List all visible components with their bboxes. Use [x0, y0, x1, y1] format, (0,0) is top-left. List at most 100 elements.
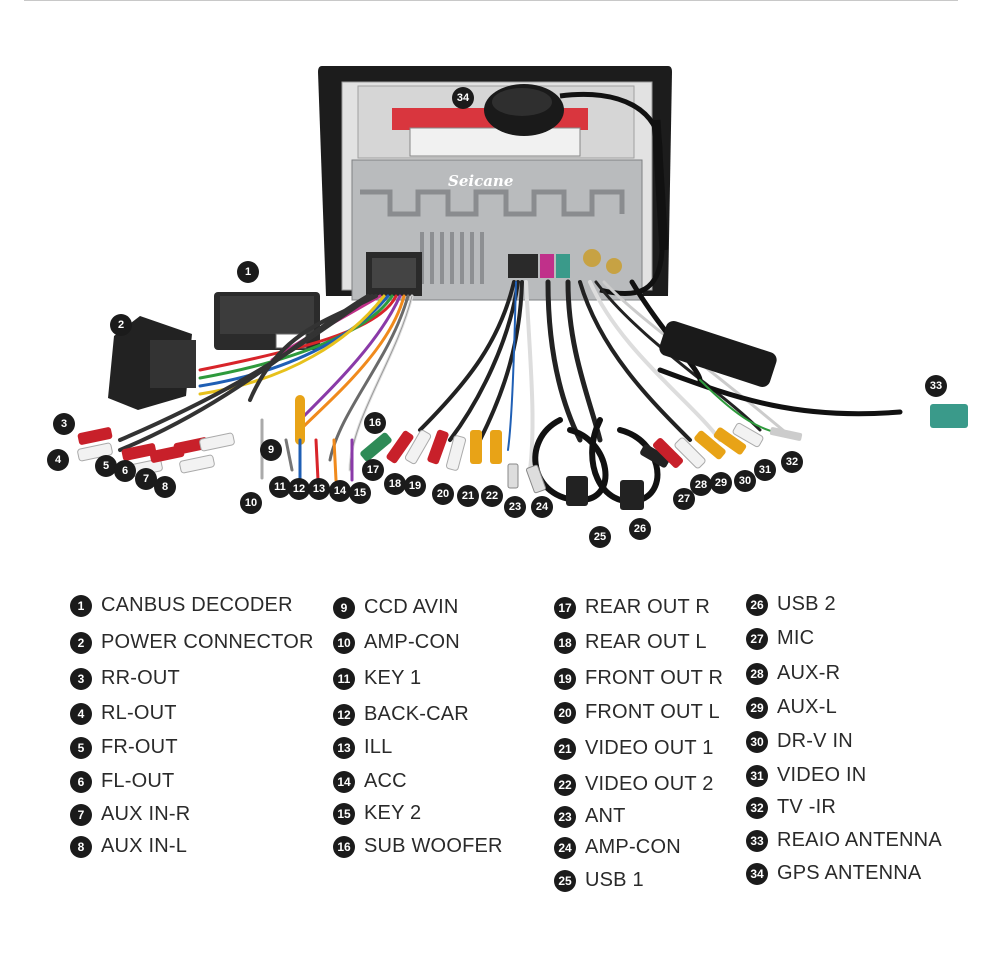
svg-text:24: 24: [536, 501, 549, 513]
legend-label: AUX-R: [777, 662, 841, 684]
brand-logo: Seicane: [448, 172, 513, 190]
legend-label: TV -IR: [777, 796, 836, 818]
legend-number-badge: 7: [70, 803, 92, 826]
svg-text:9: 9: [268, 444, 274, 456]
svg-text:29: 29: [715, 477, 727, 489]
legend-number-badge: 15: [333, 802, 355, 825]
svg-text:32: 32: [786, 456, 798, 468]
legend-item: 13 ILL: [333, 736, 392, 759]
legend-label: FRONT OUT L: [585, 701, 720, 723]
legend-number-badge: 34: [746, 862, 768, 885]
callout-25: 25: [589, 526, 611, 548]
legend-item: 9 CCD AVIN: [333, 596, 459, 619]
legend-label: VIDEO OUT 1: [585, 737, 714, 759]
svg-text:15: 15: [354, 487, 366, 499]
svg-text:30: 30: [739, 475, 751, 487]
legend-label: POWER CONNECTOR: [101, 631, 314, 653]
callout-27: 27: [673, 488, 695, 510]
legend-label: RL-OUT: [101, 702, 177, 724]
svg-text:12: 12: [293, 483, 305, 495]
svg-text:18: 18: [389, 478, 401, 490]
svg-text:4: 4: [55, 454, 62, 466]
legend-number-badge: 21: [554, 737, 576, 760]
legend-label: VIDEO IN: [777, 764, 867, 786]
legend-label: CCD AVIN: [364, 596, 459, 618]
rca-plugs-center: [360, 429, 644, 510]
callout-9: 9: [260, 439, 282, 461]
callout-10: 10: [240, 492, 262, 514]
callout-21: 21: [457, 485, 479, 507]
callout-2: 2: [110, 314, 132, 336]
legend-number-badge: 31: [746, 764, 768, 787]
legend-number-badge: 29: [746, 696, 768, 719]
legend-label: FR-OUT: [101, 736, 178, 758]
svg-text:8: 8: [162, 481, 168, 493]
callout-7: 7: [135, 468, 157, 490]
legend-number-badge: 9: [333, 596, 355, 619]
legend-item: 19 FRONT OUT R: [554, 667, 723, 690]
svg-text:33: 33: [930, 380, 942, 392]
callout-26: 26: [629, 518, 651, 540]
callout-29: 29: [710, 472, 732, 494]
legend-number-badge: 27: [746, 627, 768, 650]
legend-number-badge: 25: [554, 869, 576, 892]
svg-text:28: 28: [695, 479, 707, 491]
callout-24: 24: [531, 496, 553, 518]
wiring-diagram: Seicane: [47, 66, 968, 548]
callout-17: 17: [362, 459, 384, 481]
svg-text:5: 5: [103, 460, 109, 472]
callout-5: 5: [95, 455, 117, 477]
callout-14: 14: [329, 480, 351, 502]
legend-item: 27 MIC: [746, 627, 814, 650]
callout-badges: 1 2 3 4 5 6 7 8 9 10 11 12 13 14 15 16 1…: [47, 87, 947, 548]
legend-item: 31 VIDEO IN: [746, 764, 866, 787]
legend-label: AMP-CON: [364, 631, 460, 653]
legend-label: FRONT OUT R: [585, 667, 724, 689]
legend-number-badge: 30: [746, 730, 768, 753]
svg-text:21: 21: [462, 490, 474, 502]
legend-number-badge: 13: [333, 736, 355, 759]
svg-text:27: 27: [678, 493, 690, 505]
legend-number-badge: 32: [746, 796, 768, 819]
legend-label: ANT: [585, 805, 626, 827]
legend-label: SUB WOOFER: [364, 835, 503, 857]
callout-33: 33: [925, 375, 947, 397]
legend-label: RR-OUT: [101, 667, 180, 689]
legend-label: USB 1: [585, 869, 644, 891]
callout-11: 11: [269, 476, 291, 498]
legend-number-badge: 10: [333, 631, 355, 654]
svg-text:34: 34: [457, 92, 470, 104]
legend-label: ILL: [364, 736, 393, 758]
svg-text:25: 25: [594, 531, 606, 543]
legend-number-badge: 19: [554, 667, 576, 690]
legend-label: CANBUS DECODER: [101, 594, 293, 616]
legend-number-badge: 5: [70, 736, 92, 759]
radio-antenna-adapter: [659, 321, 968, 428]
callout-18: 18: [384, 473, 406, 495]
svg-text:17: 17: [367, 464, 379, 476]
rca-plugs-right: [640, 422, 803, 469]
legend-label: MIC: [777, 627, 815, 649]
legend-number-badge: 26: [746, 593, 768, 616]
legend-label: VIDEO OUT 2: [585, 773, 714, 795]
legend-item: 10 AMP-CON: [333, 631, 460, 654]
svg-text:14: 14: [334, 485, 347, 497]
svg-text:26: 26: [634, 523, 646, 535]
legend-label: AUX IN-R: [101, 803, 191, 825]
gps-antenna: [484, 84, 669, 297]
svg-text:16: 16: [369, 417, 381, 429]
callout-23: 23: [504, 496, 526, 518]
legend-number-badge: 24: [554, 836, 576, 859]
